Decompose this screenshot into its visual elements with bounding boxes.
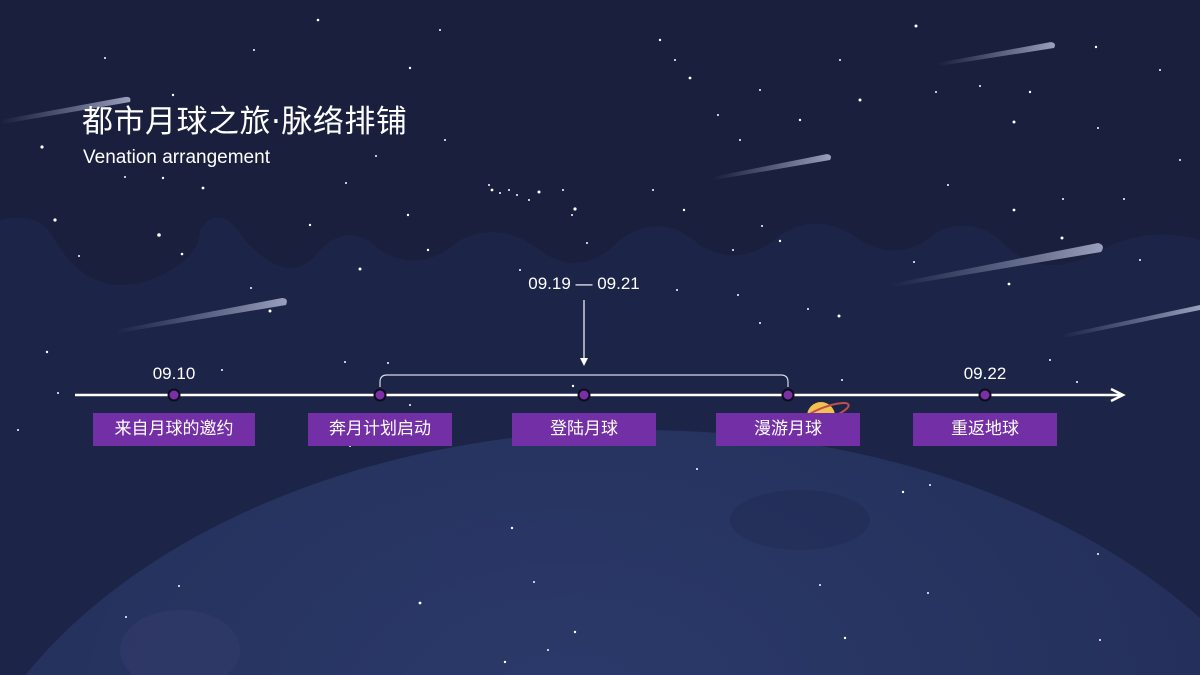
page-subtitle: Venation arrangement	[83, 147, 270, 168]
planet	[25, 430, 1200, 675]
end-date-label: 09.22	[963, 364, 1007, 383]
timeline-node	[167, 388, 181, 402]
event-label-invitation: 来自月球的邀约	[93, 413, 255, 446]
event-label-return-earth: 重返地球	[913, 413, 1057, 446]
page-title: 都市月球之旅·脉络排铺	[82, 104, 408, 140]
range-date-label: 09.19 — 09.21	[528, 274, 640, 293]
stars	[17, 18, 1181, 664]
timeline-node	[577, 388, 591, 402]
event-label-moon-landing: 登陆月球	[512, 413, 656, 446]
timeline-arrowhead	[1110, 387, 1126, 403]
event-label-moon-roaming: 漫游月球	[716, 413, 860, 446]
range-bracket	[379, 374, 789, 387]
timeline-node	[978, 388, 992, 402]
timeline-node	[781, 388, 795, 402]
start-date-label: 09.10	[152, 364, 196, 383]
event-label-plan-launch: 奔月计划启动	[308, 413, 452, 446]
timeline-node	[373, 388, 387, 402]
